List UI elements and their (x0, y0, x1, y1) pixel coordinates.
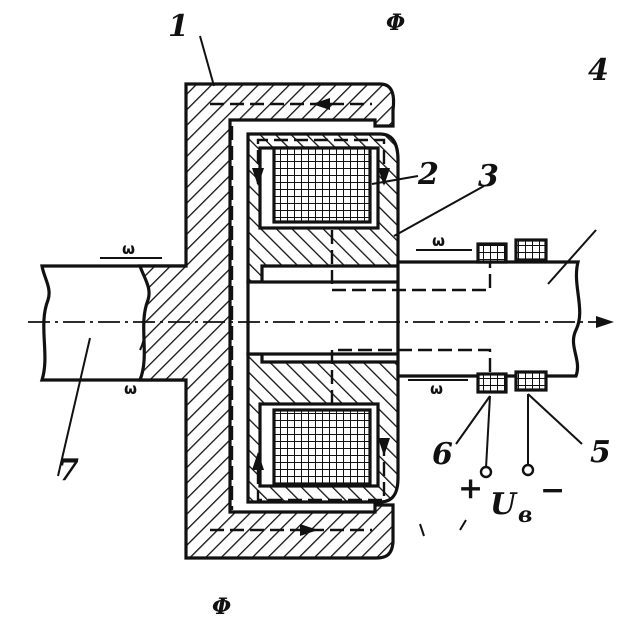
label-omega-bottom-left: ω (124, 380, 137, 398)
terminal-minus-icon (521, 463, 535, 477)
flux-arrow-icon (252, 452, 264, 470)
label-armature: 3 (478, 159, 499, 194)
axis-arrow-icon (596, 316, 614, 328)
label-voltage: U (490, 487, 518, 522)
flux-arrow-icon (378, 168, 390, 186)
label-housing: 1 (168, 9, 189, 44)
label-driving-shaft: 7 (58, 453, 79, 488)
slip-rings (476, 238, 548, 394)
label-omega-bottom-right: ω (430, 380, 443, 398)
rotation-marks (100, 249, 472, 381)
label-omega-top-left: ω (122, 240, 135, 258)
label-voltage-subscript: в (518, 502, 532, 528)
label-minus: − (540, 473, 565, 508)
label-driven-shaft: 4 (588, 53, 609, 88)
label-flux-bottom: Φ (212, 594, 231, 620)
flux-arrow-icon (312, 98, 330, 110)
flux-arrow-icon (252, 168, 264, 186)
label-coil: 2 (417, 157, 439, 192)
label-ring-pair-b: 6 (432, 437, 453, 472)
label-flux-top: Φ (386, 10, 405, 36)
label-plus: + (458, 471, 483, 506)
flux-arrow-icon (378, 438, 390, 456)
leader-lines (57, 35, 597, 477)
flux-arrow-icon (300, 524, 318, 536)
label-ring-pair-a: 5 (590, 435, 611, 470)
label-omega-top-right: ω (432, 232, 445, 250)
flux-path (210, 98, 492, 536)
terminals (419, 463, 535, 537)
terminal-plus-icon (479, 465, 493, 479)
housing-driving-half (137, 82, 396, 560)
coil (258, 146, 380, 488)
